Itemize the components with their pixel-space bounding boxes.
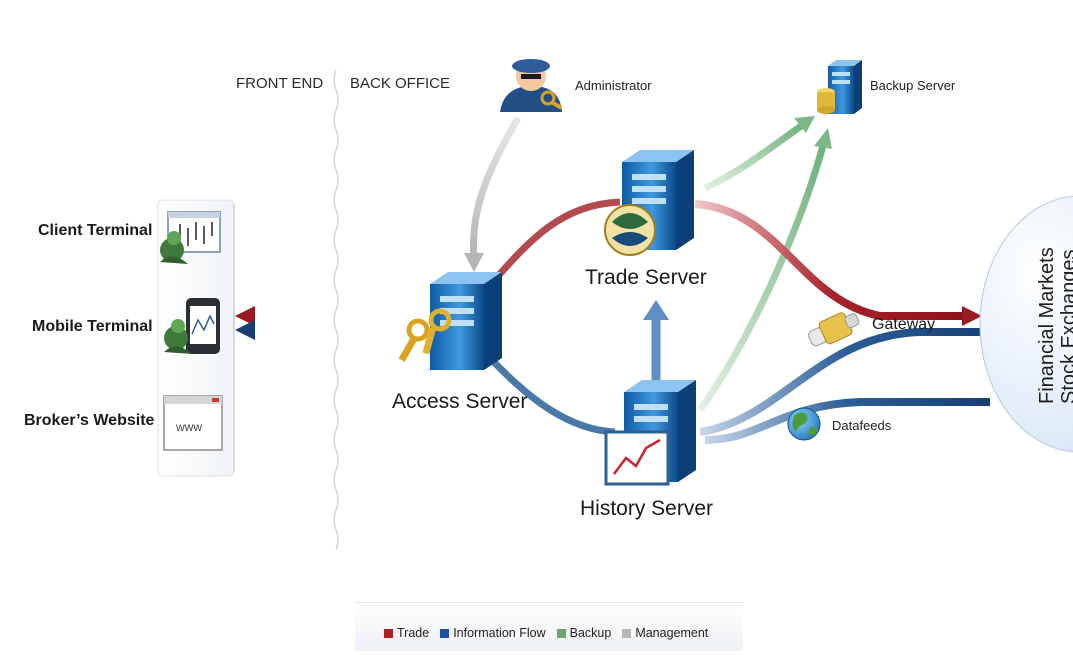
- legend-item-trade: Trade: [384, 626, 429, 640]
- financial-markets-line2: Stock Exchanges: [1058, 249, 1073, 404]
- backup-flow-trade: [703, 121, 807, 192]
- management-flow: [469, 116, 522, 259]
- www-label: www: [176, 420, 202, 434]
- trade-flow-access-trade: [487, 198, 621, 288]
- legend-item-information-flow: Information Flow: [440, 626, 546, 640]
- info-flow-history-datafeeds: [704, 398, 990, 444]
- datafeeds-icon: [787, 407, 821, 441]
- gateway-icon: [808, 312, 860, 347]
- legend-item-management: Management: [622, 626, 708, 640]
- info-flow-history-gateway: [699, 328, 990, 436]
- legend-swatch-management: [622, 628, 632, 638]
- financial-markets-label: Financial Markets Stock Exchanges: [1036, 222, 1073, 412]
- client-terminal-icon: [160, 211, 221, 264]
- legend: Trade Information Flow Backup Management: [355, 602, 743, 651]
- trade-server-icon: [604, 150, 694, 256]
- administrator-icon: [500, 59, 563, 112]
- backup-server-label: Backup Server: [870, 78, 956, 93]
- front-end-label: FRONT END: [236, 75, 324, 92]
- back-office-label: BACK OFFICE: [350, 75, 451, 92]
- history-server-label: History Server: [580, 497, 714, 520]
- gateway-label: Gateway: [872, 316, 936, 333]
- legend-swatch-trade: [384, 628, 393, 638]
- administrator-label: Administrator: [575, 78, 652, 93]
- history-server-icon: [604, 380, 696, 486]
- legend-swatch-backup: [556, 628, 566, 638]
- trade-server-label: Trade Server: [585, 266, 707, 289]
- brokers-website-icon: [163, 395, 223, 451]
- legend-label-trade: Trade: [397, 626, 430, 640]
- legend-label-backup: Backup: [569, 626, 612, 640]
- client-terminal-label: Client Terminal: [38, 222, 153, 239]
- financial-markets-globe: [979, 195, 1073, 453]
- info-flow-access-history: [489, 357, 616, 436]
- trade-flow-trade-gateway: [694, 200, 968, 320]
- mobile-terminal-label: Mobile Terminal: [32, 318, 153, 335]
- access-server-icon: [398, 272, 502, 370]
- legend-item-backup: Backup: [556, 626, 612, 640]
- front-back-divider: [333, 69, 339, 551]
- brokers-website-label: Broker’s Website: [24, 412, 155, 429]
- access-server-label: Access Server: [392, 390, 528, 413]
- mobile-terminal-icon: [164, 298, 220, 354]
- financial-markets-line1: Financial Markets: [1036, 247, 1058, 404]
- datafeeds-label: Datafeeds: [832, 418, 892, 433]
- legend-label-management: Management: [635, 626, 709, 640]
- backup-flow-history: [697, 141, 828, 413]
- legend-label-information-flow: Information Flow: [453, 626, 546, 640]
- backup-server-icon: [817, 60, 862, 114]
- legend-swatch-information-flow: [440, 628, 450, 638]
